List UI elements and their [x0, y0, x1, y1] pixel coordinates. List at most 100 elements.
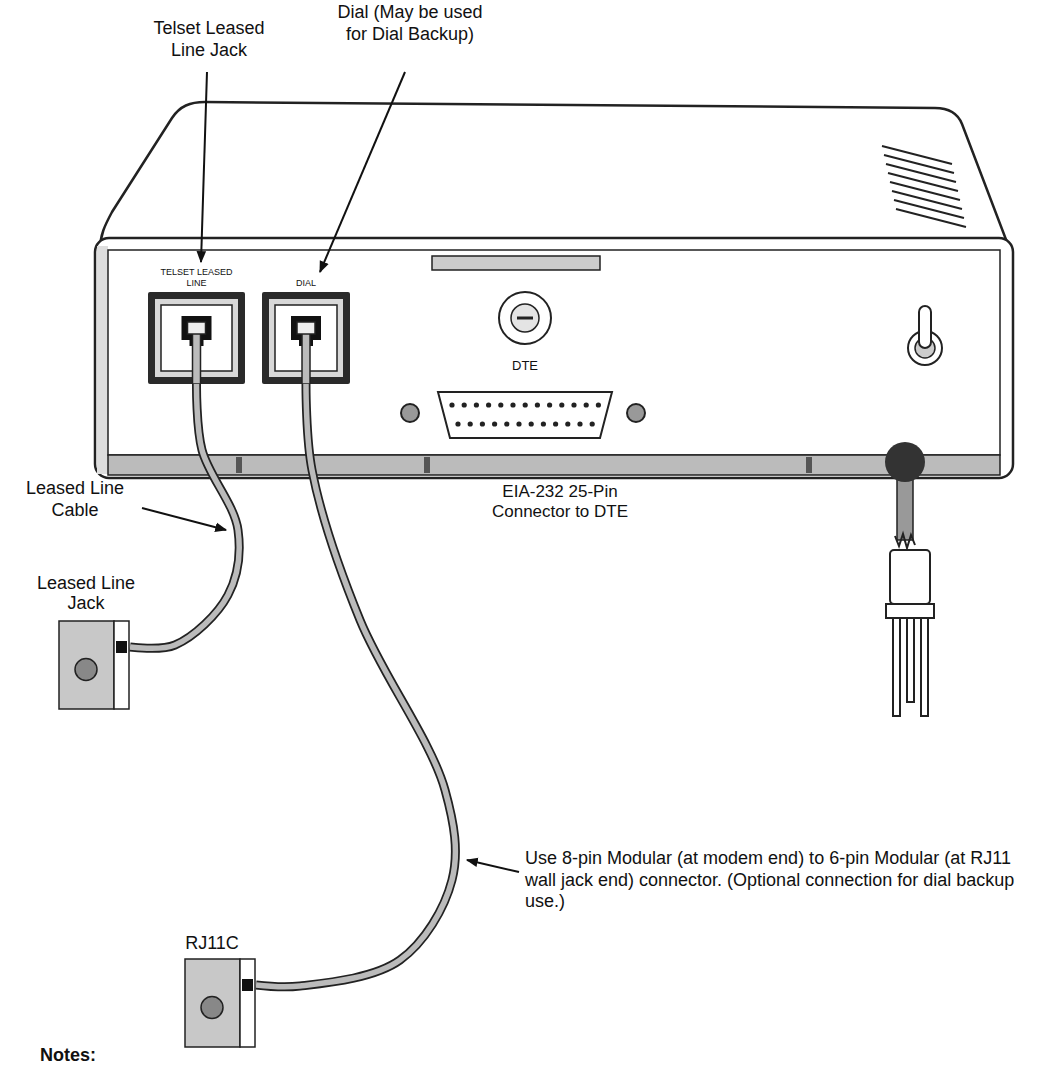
db25-pin: [584, 402, 589, 407]
cable-core: [130, 384, 239, 648]
callout-text: Telset Leased Line Jack: [142, 18, 276, 61]
db25-pin: [553, 421, 558, 426]
plate-port: [242, 979, 253, 991]
db25-pin: [504, 421, 509, 426]
leader-arrow: [201, 72, 207, 262]
modem-jack: TELSET LEASED LINE: [148, 292, 245, 384]
plug-body: [890, 550, 930, 604]
jack-face: [148, 292, 245, 384]
cable-core: [256, 384, 455, 987]
db25-pin: [510, 402, 515, 407]
db25-pin: [516, 421, 521, 426]
foot-mark: [806, 457, 812, 473]
plate-port: [116, 641, 127, 653]
vent-slots: [882, 146, 966, 227]
callout-text: Leased Line Cable: [15, 478, 135, 521]
db25-pin: [590, 421, 595, 426]
jack-frame: [148, 292, 245, 384]
plate-front: [59, 621, 114, 709]
db25-pins: [449, 402, 601, 426]
cord-grommet: [885, 442, 925, 482]
plate-screw: [75, 659, 97, 681]
db25-pin: [486, 402, 491, 407]
db25-pin: [449, 402, 454, 407]
plug-cable: [302, 330, 310, 384]
db25-pin: [529, 421, 534, 426]
housing-side-shade: [97, 246, 108, 474]
plate-front: [185, 959, 240, 1047]
jack-frame: [262, 292, 350, 384]
wall-plate: [58, 620, 130, 710]
modular-plug: [297, 322, 315, 334]
db25-pin: [577, 421, 582, 426]
plate-side: [114, 621, 129, 709]
jack-label: TELSET LEASED LINE: [161, 267, 233, 288]
base-strip: [108, 455, 1000, 475]
card-slot: [432, 256, 600, 270]
fuse-slot: [517, 317, 533, 320]
wall-jack: RJ11C: [184, 958, 256, 1048]
wall-plate: [184, 958, 256, 1048]
db25-pin: [541, 421, 546, 426]
callout-text: Use 8-pin Modular (at modem end) to 6-pi…: [525, 848, 1030, 913]
housing-front: [95, 238, 1013, 478]
foot-mark: [236, 457, 242, 473]
leader-arrow: [320, 72, 405, 272]
db25-pin: [559, 402, 564, 407]
housing-top: [100, 102, 1010, 250]
plug-prong: [907, 618, 914, 702]
db25-pin: [535, 402, 540, 407]
jack-screw: [401, 404, 419, 422]
leader-arrow: [467, 860, 519, 872]
db25-pin: [474, 402, 479, 407]
jack-caption: RJ11C: [156, 933, 268, 954]
modular-cable: [130, 384, 239, 648]
jack-caption: Leased Line Jack: [30, 573, 142, 614]
plug-prong: [921, 618, 928, 716]
jack-label: DIAL: [296, 278, 316, 288]
db25-pin: [480, 421, 485, 426]
cable-outline: [130, 384, 239, 648]
modular-cable: [256, 384, 455, 987]
db25-pin: [596, 402, 601, 407]
jack-face: [262, 292, 350, 384]
db25-pin: [468, 421, 473, 426]
rear-panel: [108, 250, 1000, 455]
callout-text: DTE: [470, 358, 580, 374]
db25-pin: [455, 421, 460, 426]
jack-screw: [627, 404, 645, 422]
switch-lever: [919, 306, 931, 348]
plug-cable: [193, 330, 201, 384]
db25-pin: [571, 402, 576, 407]
plate-screw: [201, 997, 223, 1019]
modem-jack: DIAL: [262, 292, 350, 384]
db25-shell: [438, 392, 612, 438]
plate-side: [240, 959, 255, 1047]
wall-jack: Leased Line Jack: [58, 620, 130, 710]
jack-caption: DIAL: [270, 278, 342, 288]
plug-face: [886, 604, 934, 618]
db25-pin: [565, 421, 570, 426]
jack-label: RJ11C: [185, 933, 239, 954]
db25-pin: [462, 402, 467, 407]
db25-pin: [498, 402, 503, 407]
cord-break: [895, 534, 915, 548]
db25-pin: [492, 421, 497, 426]
plug-prong: [893, 618, 900, 716]
db25-pin: [547, 402, 552, 407]
db25-pin: [523, 402, 528, 407]
jack-caption: TELSET LEASED LINE: [161, 267, 233, 288]
fuse-cap: [511, 304, 539, 332]
cable-outline: [256, 384, 455, 987]
callout-text: Notes:: [40, 1045, 160, 1067]
fuse-holder: [499, 292, 551, 344]
foot-mark: [424, 457, 430, 473]
callout-text: Dial (May be used for Dial Backup): [335, 2, 485, 45]
modular-plug: [188, 322, 206, 334]
leader-arrow: [142, 508, 226, 530]
